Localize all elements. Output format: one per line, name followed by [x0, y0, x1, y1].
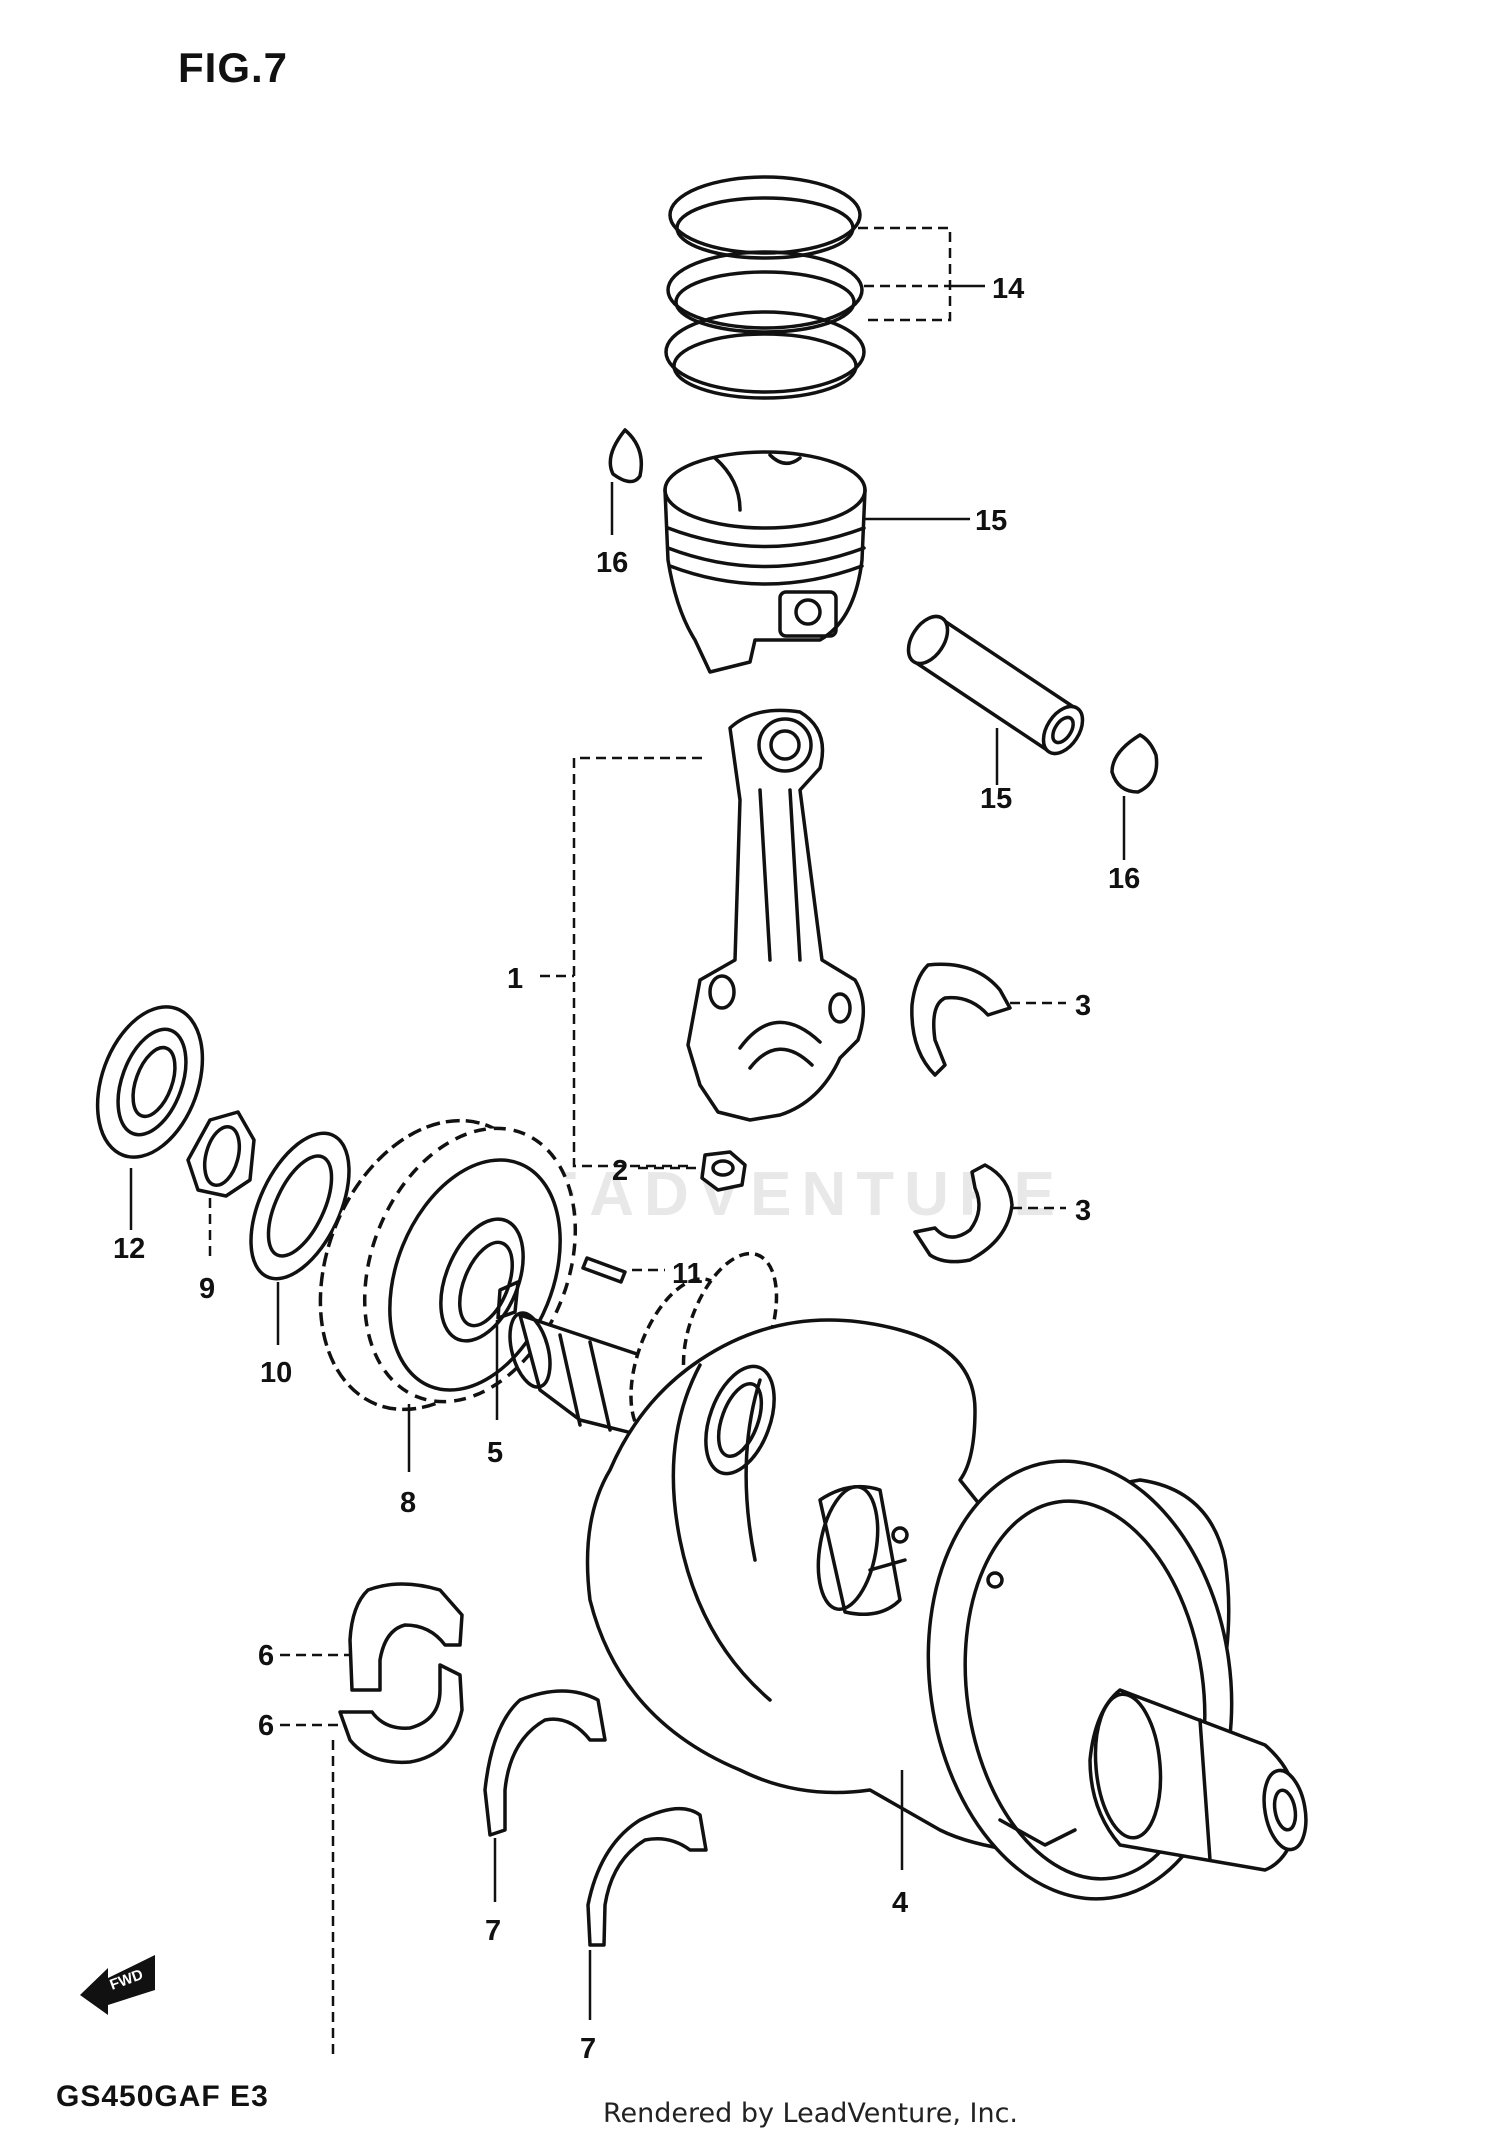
crank-nut [186, 1110, 256, 1198]
thrust-washers [483, 1689, 708, 1947]
rod-nut [700, 1150, 747, 1192]
callout-5: 5 [487, 1437, 503, 1469]
dowel-pin [581, 1256, 627, 1284]
circlip-16-left [608, 428, 644, 484]
callout-6b: 6 [258, 1710, 274, 1742]
callout-12: 12 [113, 1233, 145, 1265]
leader-1-bracket [572, 756, 702, 1168]
callout-9: 9 [199, 1273, 215, 1305]
callout-2: 2 [612, 1155, 628, 1187]
callout-16b: 16 [1108, 863, 1140, 895]
piston-pin [906, 614, 1085, 756]
callout-7b: 7 [580, 2033, 596, 2065]
callout-1: 1 [507, 963, 523, 995]
callout-15: 15 [980, 783, 1012, 815]
callout-4: 4 [892, 1887, 908, 1919]
callout-11: 11 [672, 1258, 703, 1290]
callout-8: 8 [400, 1487, 416, 1519]
piston [663, 450, 867, 674]
callout-3b: 3 [1075, 1195, 1091, 1227]
callout-10: 10 [260, 1357, 292, 1389]
conrod-bearings [910, 962, 1014, 1264]
model-code: GS450GAF E3 [56, 2080, 269, 2113]
circlip-16-right [1110, 733, 1159, 794]
oil-seal [95, 1005, 205, 1159]
gear-key [496, 1280, 520, 1320]
callout-14: 14 [992, 273, 1024, 305]
fwd-arrow-icon: FWD [80, 1955, 155, 2015]
leader-14-bracket [858, 226, 952, 322]
piston-rings [664, 175, 866, 400]
callout-6a: 6 [258, 1640, 274, 1672]
callout-13: 15 [975, 505, 1007, 537]
crankshaft [508, 1251, 1308, 1901]
figure-title: FIG.7 [178, 44, 289, 91]
callout-7a: 7 [485, 1915, 501, 1947]
watermark: LEADVENTURE [490, 1160, 1065, 1229]
primary-gear [318, 1118, 578, 1412]
connecting-rod [686, 708, 866, 1122]
callout-16a: 16 [596, 547, 628, 579]
main-bearings [338, 1582, 464, 1765]
credit-text: Rendered by LeadVenture, Inc. [603, 2098, 1019, 2129]
callout-3a: 3 [1075, 990, 1091, 1022]
